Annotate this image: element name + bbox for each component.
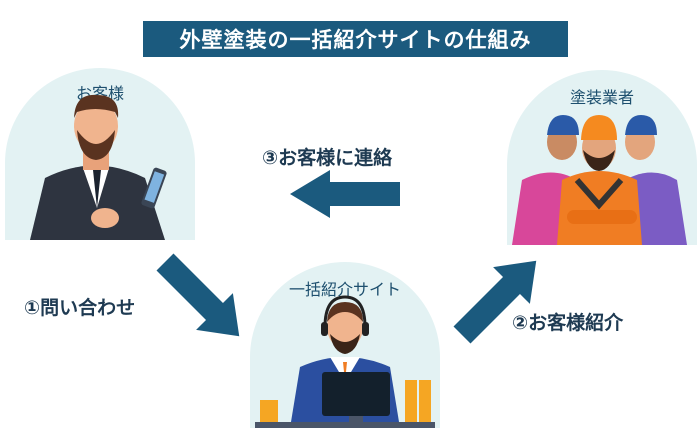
arrow-referral: [453, 260, 537, 344]
site-panel: 一括紹介サイト: [250, 262, 440, 428]
step-referral-label: ②お客様紹介: [512, 312, 624, 334]
contractors-panel: 塗装業者: [507, 70, 697, 245]
operator-illustration: [255, 295, 435, 428]
site-label: 一括紹介サイト: [288, 280, 401, 299]
arrow-inquiry: [156, 253, 240, 337]
diagram-title: 外壁塗装の一括紹介サイトの仕組み: [143, 21, 568, 57]
step-contact-label: ③お客様に連絡: [262, 147, 393, 169]
painters-illustration: [512, 115, 687, 245]
businessman-illustration: [30, 94, 167, 240]
contractors-label: 塗装業者: [569, 88, 634, 107]
arrow-contact-left: [290, 170, 400, 218]
step-inquiry-label: ①問い合わせ: [24, 297, 136, 319]
customer-panel: お客様: [5, 68, 195, 240]
